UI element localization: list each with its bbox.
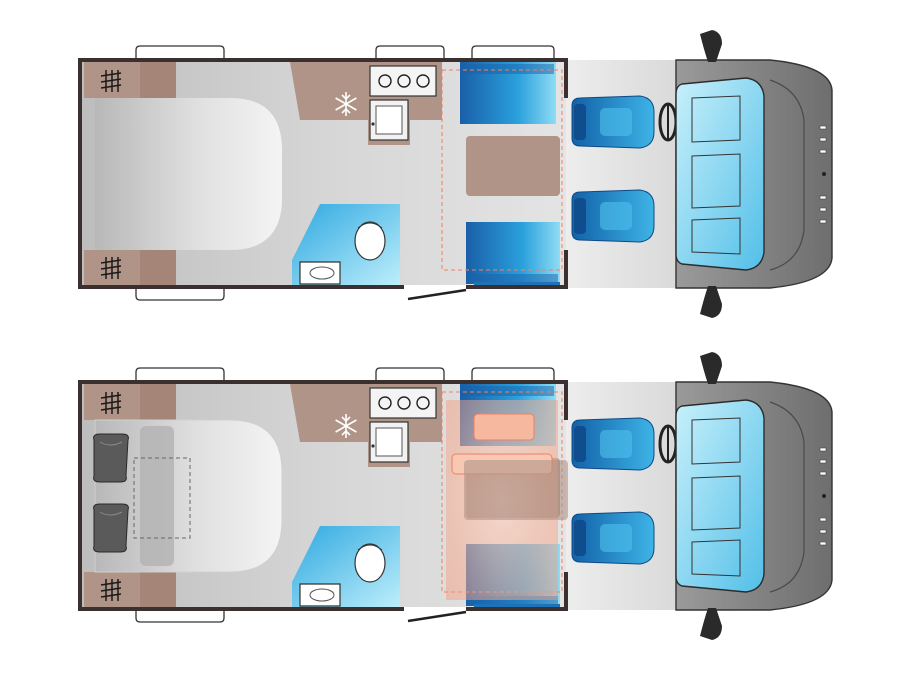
bed-bolster — [140, 426, 174, 566]
pillow-icon — [93, 503, 129, 553]
pillow-icon — [473, 413, 535, 441]
pillow-icon — [93, 433, 129, 483]
bed-extension-guide — [133, 457, 191, 539]
layout-day — [76, 28, 834, 320]
layout-night — [76, 350, 834, 642]
